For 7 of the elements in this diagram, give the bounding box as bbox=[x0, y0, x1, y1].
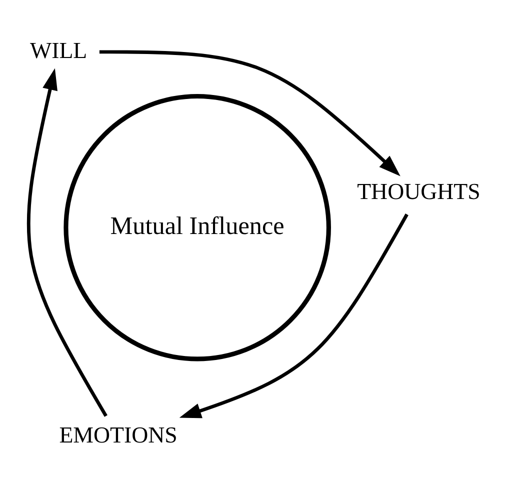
node-circle: Mutual Influence bbox=[63, 93, 330, 361]
arrow bbox=[178, 213, 408, 418]
arrow bbox=[98, 50, 400, 176]
node-text: THOUGHTS bbox=[356, 178, 480, 204]
node-text: EMOTIONS bbox=[58, 422, 177, 448]
node-text: WILL bbox=[30, 37, 87, 62]
arrow bbox=[26, 68, 107, 416]
